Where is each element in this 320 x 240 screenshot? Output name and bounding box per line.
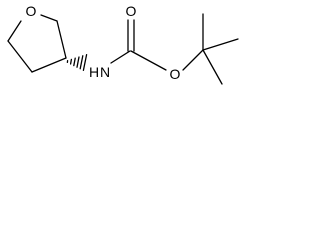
amide-nitrogen-label: N bbox=[100, 64, 110, 80]
bond-tbutyl-methyl-right bbox=[202, 38, 239, 51]
carbonyl-oxygen-label: O bbox=[126, 3, 137, 19]
bond-n-carbonyl-carbon bbox=[110, 50, 131, 64]
ring-bond-c5-o bbox=[40, 14, 58, 22]
ring-bond-c3-c4 bbox=[31, 57, 67, 73]
ring-bond-c2-c3 bbox=[7, 40, 33, 73]
bond-carbonyl-carbon-ester-o bbox=[130, 50, 167, 71]
stereo-hashed-wedge bbox=[66, 53, 88, 72]
ring-oxygen-label: O bbox=[26, 3, 37, 19]
bond-tbutyl-methyl-bottom bbox=[202, 49, 223, 85]
amide-hydrogen-label: H bbox=[89, 64, 99, 80]
ester-oxygen-label: O bbox=[170, 66, 181, 82]
ring-bond-c4-c5 bbox=[56, 20, 67, 59]
ring-bond-o-c2 bbox=[7, 20, 22, 42]
chemical-structure: O H N O O bbox=[7, 3, 239, 85]
bond-ester-o-quaternary-carbon bbox=[182, 49, 204, 71]
